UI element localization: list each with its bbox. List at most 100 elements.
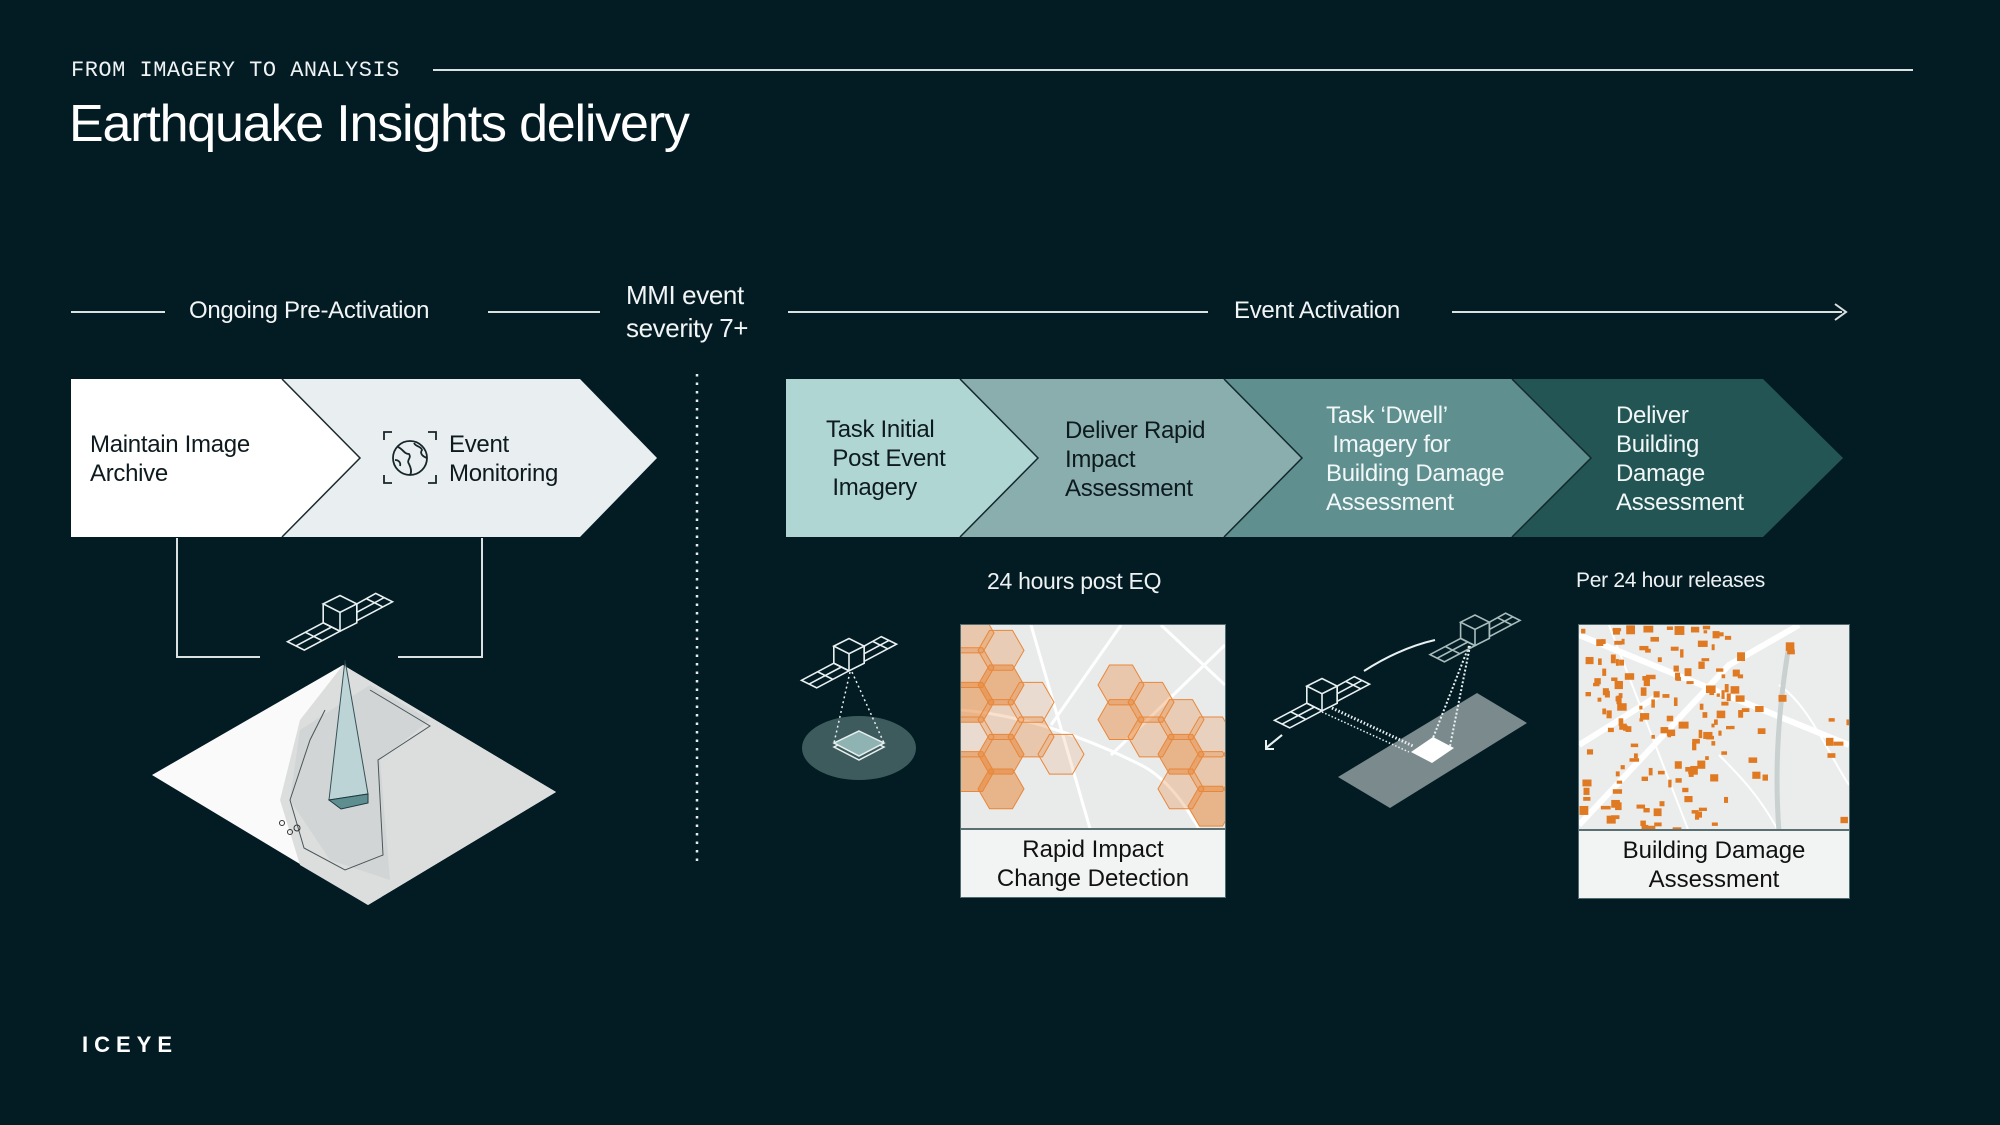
damaged-building	[1700, 704, 1704, 710]
damaged-building	[1654, 822, 1661, 826]
damaged-building	[1704, 630, 1708, 633]
damaged-building	[1679, 722, 1689, 729]
label-line: Assessment	[1623, 865, 1806, 894]
damaged-building	[1613, 789, 1622, 794]
damaged-building	[1714, 719, 1718, 724]
damaged-building	[1716, 668, 1723, 671]
damaged-building	[1594, 678, 1600, 684]
damaged-building	[1701, 658, 1709, 661]
damaged-building	[1676, 677, 1681, 681]
damaged-building	[1699, 730, 1703, 738]
label-line: Rapid Impact	[997, 835, 1189, 864]
damaged-building	[1718, 731, 1721, 736]
damaged-building	[1662, 694, 1669, 698]
damaged-building	[1596, 639, 1603, 646]
damaged-building	[1615, 802, 1622, 810]
damaged-building	[1826, 738, 1833, 746]
rapid-impact-label: Rapid Impact Change Detection	[961, 828, 1225, 897]
damaged-building	[1829, 718, 1835, 722]
damaged-building	[1675, 626, 1685, 635]
damaged-building	[1640, 713, 1649, 720]
damaged-building	[1674, 697, 1678, 706]
damaged-building	[1639, 646, 1648, 650]
damaged-building	[1710, 774, 1718, 781]
damaged-building	[1717, 693, 1720, 696]
damaged-building	[1651, 735, 1654, 739]
damaged-building	[1705, 756, 1709, 760]
direction-arrow-icon	[1266, 735, 1282, 749]
damaged-building	[1778, 695, 1786, 702]
damaged-building	[1651, 699, 1655, 707]
satellite-icon	[1430, 613, 1520, 662]
damaged-building	[1626, 625, 1635, 634]
damaged-building	[1658, 657, 1662, 662]
damaged-building	[1675, 778, 1681, 783]
damaged-building	[1607, 710, 1612, 718]
damaged-building	[1698, 662, 1704, 669]
damaged-building	[1699, 808, 1707, 811]
damaged-building	[1703, 712, 1708, 718]
damaged-building	[1697, 761, 1705, 769]
damaged-building	[1611, 655, 1616, 664]
damaged-building	[1602, 709, 1606, 715]
damaged-building	[1584, 788, 1590, 795]
damage-timing-label: Per 24 hour releases	[1576, 569, 1765, 593]
damaged-building	[1725, 636, 1731, 640]
damaged-building	[1691, 627, 1699, 633]
damaged-building	[1586, 657, 1594, 664]
damaged-building	[1834, 742, 1844, 746]
damaged-building	[1598, 658, 1602, 665]
damaged-building	[1643, 626, 1653, 633]
damaged-building	[1637, 805, 1646, 809]
damaged-building	[1621, 765, 1625, 769]
damaged-building	[1583, 797, 1590, 801]
damaged-building	[1617, 703, 1626, 711]
damaged-building	[1731, 686, 1740, 694]
damaged-building	[1602, 669, 1606, 676]
damaged-building	[1629, 758, 1639, 762]
damaged-building	[1671, 647, 1679, 651]
damaged-building	[1724, 797, 1728, 803]
damaged-building	[1616, 696, 1621, 705]
damaged-building	[1668, 780, 1671, 788]
damaged-building	[1758, 728, 1766, 734]
damaged-building	[1660, 801, 1665, 806]
damaged-building	[1689, 768, 1694, 777]
building-damage-card[interactable]: Building Damage Assessment	[1579, 625, 1849, 898]
damaged-building	[1725, 684, 1729, 692]
damaged-building	[1582, 780, 1591, 787]
label-line: Building Damage	[1623, 836, 1806, 865]
damaged-building	[1641, 687, 1647, 695]
damaged-building	[1706, 736, 1714, 740]
damaged-building	[1736, 695, 1745, 701]
damaged-building	[1617, 781, 1622, 784]
damaged-building	[1763, 775, 1768, 781]
damaged-building	[1608, 728, 1614, 732]
damaged-building	[1727, 693, 1731, 701]
damaged-building	[1684, 796, 1692, 802]
rapid-impact-card[interactable]: Rapid Impact Change Detection	[961, 625, 1225, 897]
damaged-building	[1711, 724, 1714, 728]
damaged-building	[1607, 816, 1616, 824]
damaged-building	[1654, 808, 1662, 816]
damaged-building	[1613, 628, 1622, 631]
damaged-building	[1601, 806, 1611, 809]
damaged-building	[1619, 660, 1624, 666]
damaged-building	[1622, 639, 1625, 645]
damaged-building	[1717, 711, 1726, 719]
damaged-building	[1698, 641, 1708, 647]
damaged-building	[1752, 772, 1760, 779]
damaged-building	[1675, 761, 1682, 769]
damaged-building	[1713, 631, 1720, 638]
rapid-timing-label: 24 hours post EQ	[987, 568, 1161, 595]
damaged-building	[1755, 706, 1763, 712]
damaged-building	[1658, 771, 1665, 775]
damaged-building	[1615, 681, 1623, 689]
damaged-building	[1685, 668, 1692, 676]
damaged-building	[1712, 644, 1715, 650]
damaged-building	[1712, 822, 1718, 825]
damaged-building	[1749, 757, 1758, 762]
damaged-building	[1695, 816, 1699, 820]
damaged-building	[1586, 692, 1592, 696]
damaged-building	[1642, 777, 1648, 781]
